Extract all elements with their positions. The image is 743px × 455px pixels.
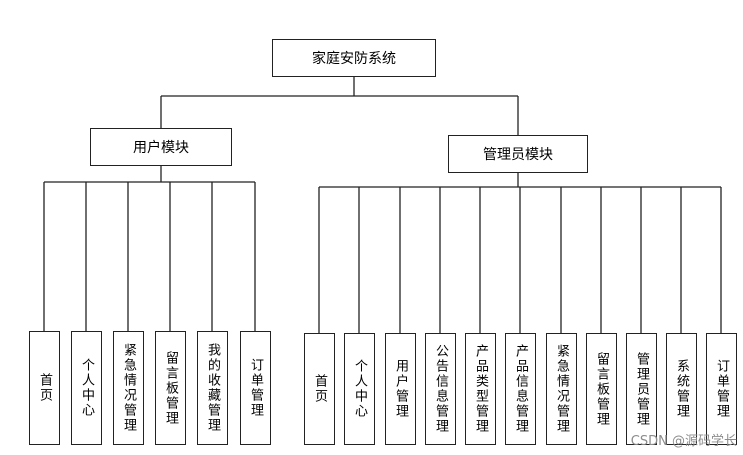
user-leaf-label: 个人中心: [79, 358, 94, 418]
admin-leaf-label: 紧急情况管理: [554, 344, 569, 434]
user-leaf-node: 个人中心: [70, 331, 102, 445]
admin-leaf-node: 紧急情况管理: [545, 333, 577, 445]
root-label: 家庭安防系统: [312, 51, 396, 67]
admin-leaf-label: 首页: [312, 374, 327, 404]
watermark: CSDN @源码学长: [630, 434, 737, 449]
admin-leaf-node: 订单管理: [705, 333, 737, 445]
user-leaf-label: 首页: [37, 373, 52, 403]
admin-leaf-label: 用户管理: [393, 359, 408, 419]
admin-leaf-label: 公告信息管理: [433, 344, 448, 434]
admin-leaf-label: 管理员管理: [634, 351, 649, 427]
admin-leaf-label: 系统管理: [674, 359, 689, 419]
user-leaf-node: 我的收藏管理: [196, 331, 228, 445]
user-leaf-label: 留言板管理: [163, 350, 178, 426]
admin-leaf-node: 留言板管理: [585, 333, 617, 445]
admin-leaf-node: 产品类型管理: [464, 333, 496, 445]
user-leaf-node: 首页: [28, 331, 60, 445]
admin-leaf-label: 产品信息管理: [513, 344, 528, 434]
admin-leaf-label: 产品类型管理: [473, 344, 488, 434]
admin-leaf-node: 公告信息管理: [424, 333, 456, 445]
root-node: 家庭安防系统: [272, 39, 436, 77]
admin-leaf-label: 个人中心: [352, 359, 367, 419]
user-leaf-label: 我的收藏管理: [205, 343, 220, 433]
admin-module-label: 管理员模块: [483, 147, 553, 163]
admin-leaf-node: 用户管理: [384, 333, 416, 445]
admin-leaf-label: 留言板管理: [594, 351, 609, 427]
admin-leaf-node: 个人中心: [343, 333, 375, 445]
user-leaf-node: 订单管理: [239, 331, 271, 445]
admin-leaf-node: 管理员管理: [625, 333, 657, 445]
admin-leaf-node: 系统管理: [665, 333, 697, 445]
admin-leaf-node: 首页: [303, 333, 335, 445]
user-leaf-label: 紧急情况管理: [121, 343, 136, 433]
user-module-node: 用户模块: [90, 128, 232, 166]
user-leaf-node: 留言板管理: [154, 331, 186, 445]
admin-module-node: 管理员模块: [448, 135, 588, 173]
admin-leaf-node: 产品信息管理: [504, 333, 536, 445]
user-leaf-node: 紧急情况管理: [112, 331, 144, 445]
admin-leaf-label: 订单管理: [714, 359, 729, 419]
user-leaf-label: 订单管理: [248, 358, 263, 418]
user-module-label: 用户模块: [133, 140, 189, 156]
